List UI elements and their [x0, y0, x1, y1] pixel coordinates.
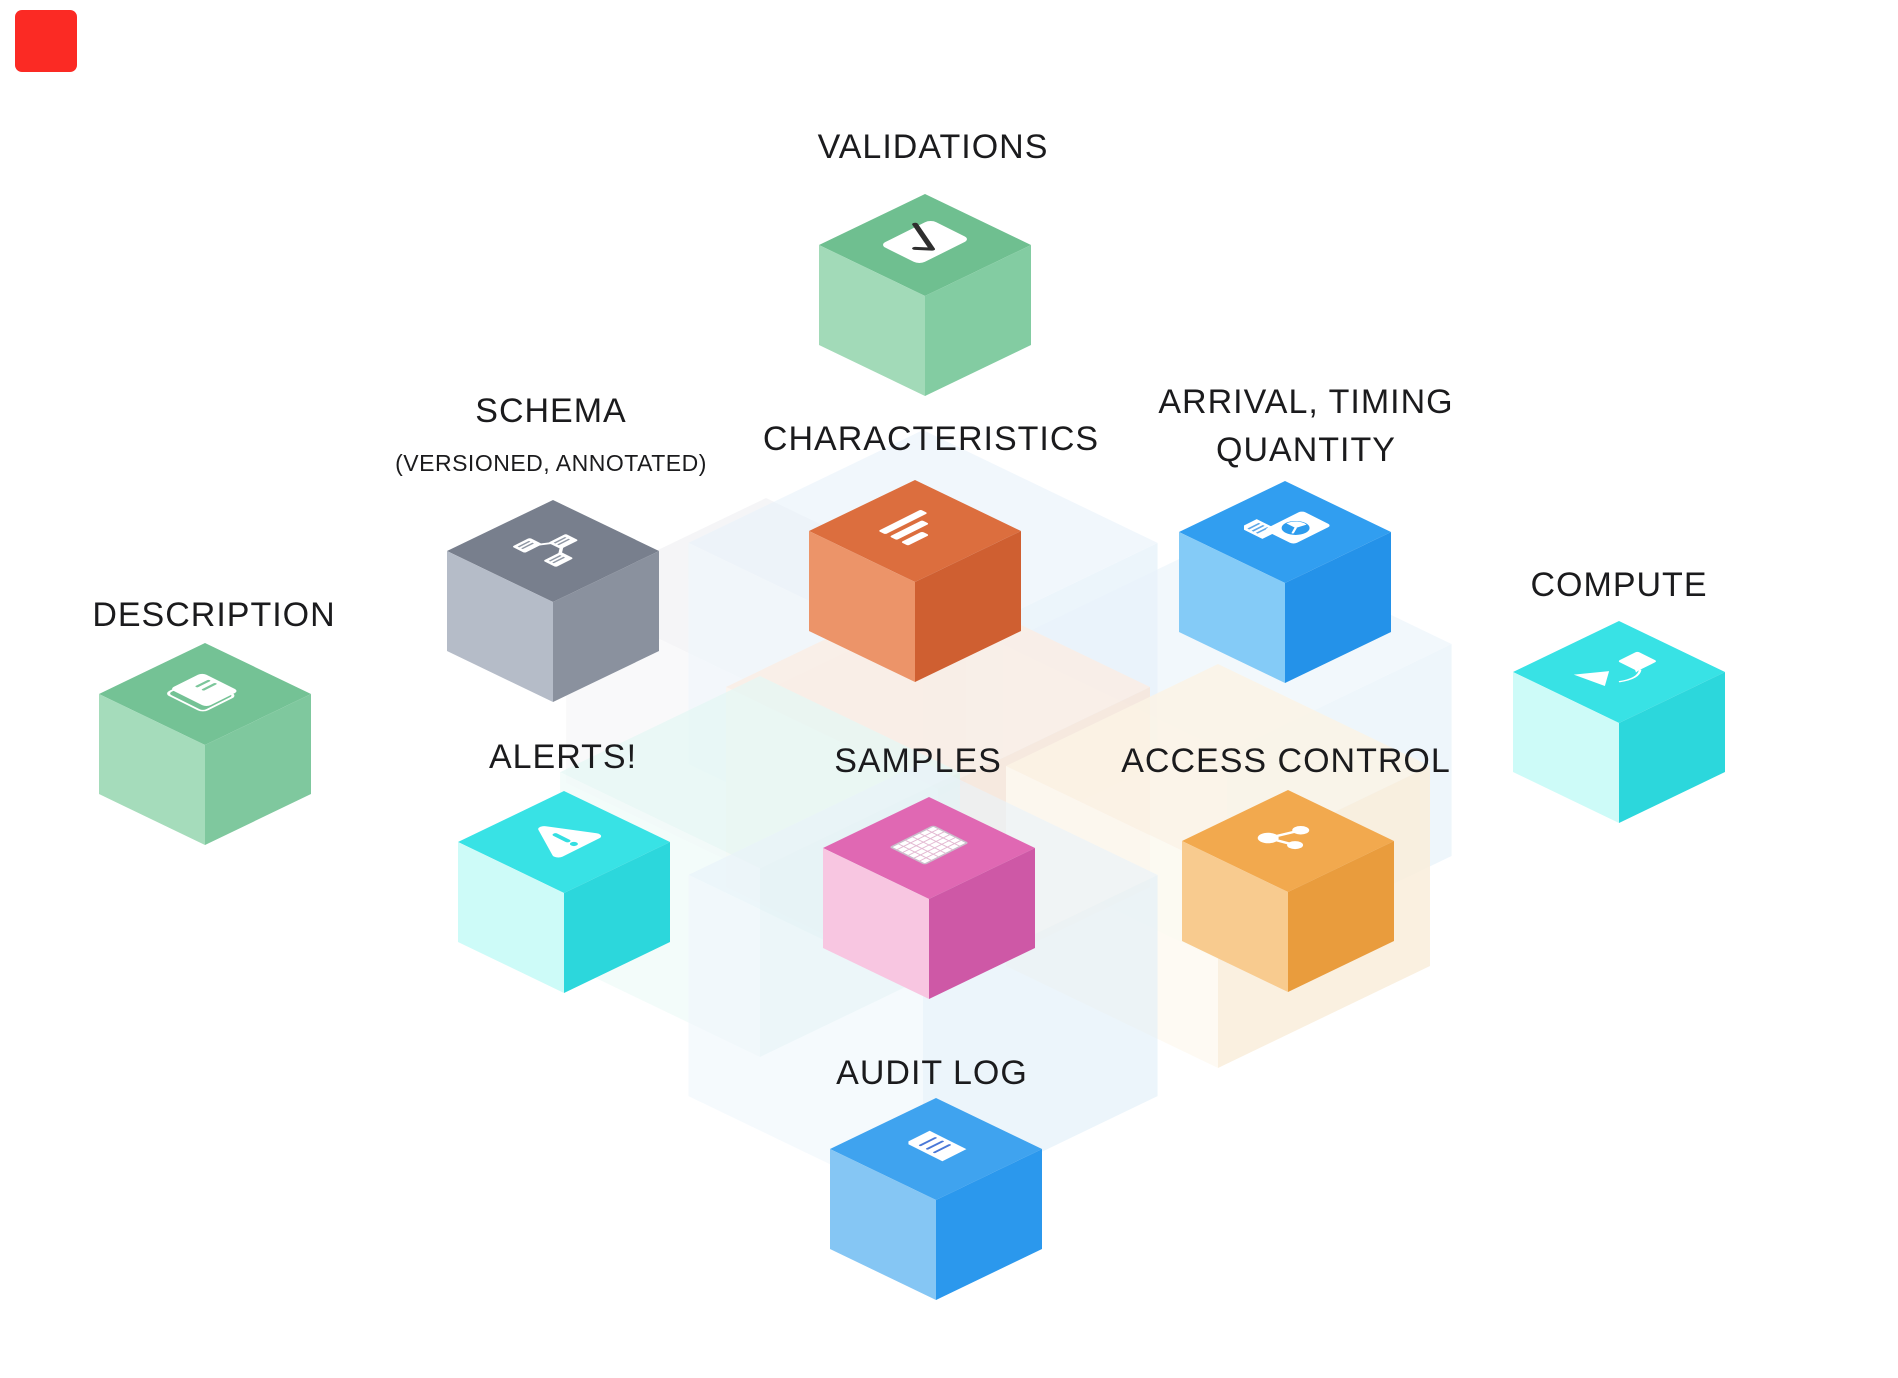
red-corner-marker	[15, 10, 77, 72]
validations-cube	[819, 194, 1031, 396]
samples-cube	[823, 797, 1035, 999]
access-control-label: ACCESS CONTROL	[1121, 742, 1451, 780]
samples-label: SAMPLES	[834, 742, 1002, 780]
compute-label: COMPUTE	[1530, 566, 1708, 604]
shapes-transform-icon	[1573, 651, 1656, 686]
warning-triangle-icon	[538, 826, 602, 858]
characteristics-cube	[809, 480, 1021, 682]
schema-cube	[447, 500, 659, 702]
validations-label: VALIDATIONS	[817, 128, 1049, 166]
document-lines-icon	[908, 1130, 967, 1162]
arrival-label: ARRIVAL, TIMING QUANTITY	[1158, 378, 1453, 474]
audit-log-cube	[830, 1098, 1042, 1300]
checkmark-card-icon	[883, 221, 967, 263]
linked-documents-icon	[513, 534, 578, 567]
share-nodes-icon	[1257, 825, 1310, 850]
notebook-icon	[167, 673, 237, 712]
arrival-label-line2: QUANTITY	[1216, 431, 1396, 469]
arrival-cube	[1179, 481, 1391, 683]
schema-label: SCHEMA	[475, 392, 627, 430]
schema-sublabel: (VERSIONED, ANNOTATED)	[395, 450, 707, 476]
document-clock-icon	[1243, 511, 1330, 544]
arrival-label-line1: ARRIVAL, TIMING	[1158, 383, 1454, 421]
bar-chart-icon	[879, 510, 929, 546]
alerts-cube	[458, 791, 670, 993]
audit-log-label: AUDIT LOG	[836, 1054, 1028, 1092]
access-control-cube	[1182, 790, 1394, 992]
data-table-icon	[890, 825, 968, 865]
characteristics-label: CHARACTERISTICS	[762, 420, 1100, 458]
compute-cube	[1513, 621, 1725, 823]
description-cube	[99, 643, 311, 845]
alerts-label: ALERTS!	[488, 738, 638, 776]
description-label: DESCRIPTION	[92, 596, 336, 634]
